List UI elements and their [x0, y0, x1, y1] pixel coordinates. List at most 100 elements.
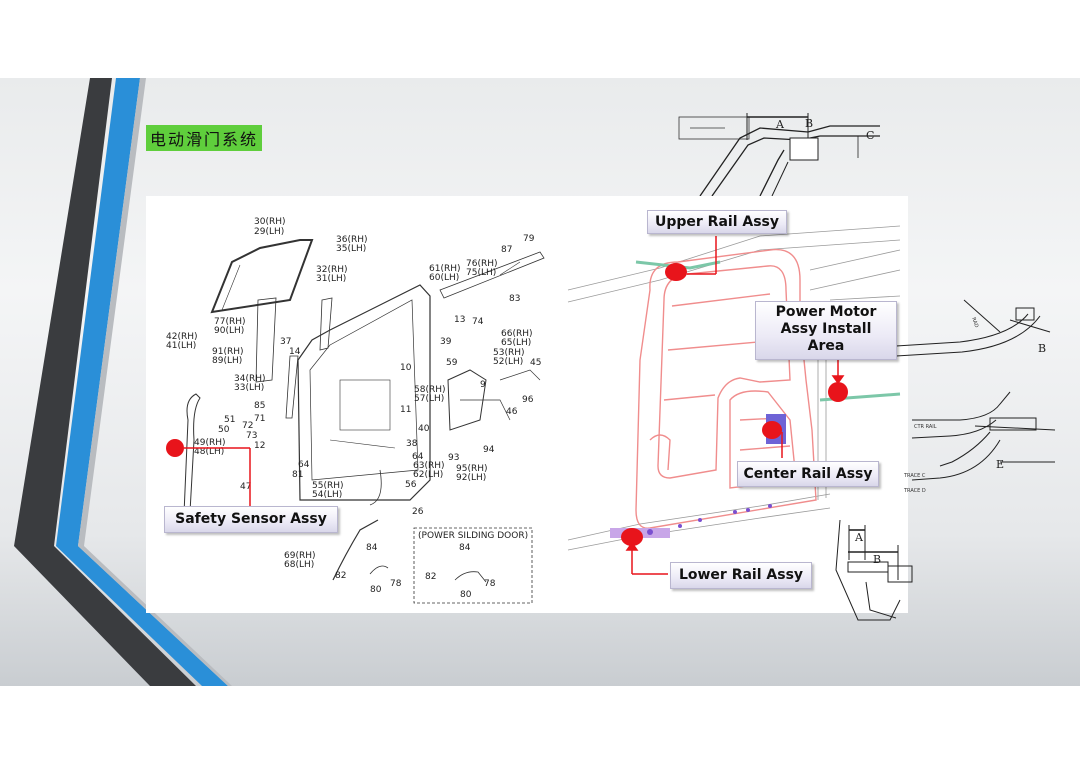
part-label: 66(RH)	[501, 329, 533, 339]
safety-sensor-marker	[166, 439, 184, 457]
blue-stripe	[56, 78, 228, 686]
part-label: 55(RH)	[312, 481, 344, 491]
part-label: 62(LH)	[413, 470, 443, 480]
part-label: 78	[484, 579, 496, 589]
cad-label-trace-d: TRACE D	[903, 488, 926, 494]
part-label: 92(LH)	[456, 473, 486, 483]
part-label: 85	[254, 401, 265, 411]
part-label: 36(RH)	[336, 235, 368, 245]
part-label: 64	[298, 460, 310, 470]
cad-label-a: A	[854, 531, 864, 544]
part-label: 80	[460, 590, 472, 600]
center-rail-label: Center Rail Assy	[743, 466, 873, 482]
part-label: 51	[224, 415, 235, 425]
part-label: 14	[289, 347, 301, 357]
cad-label-b: B	[873, 553, 881, 566]
part-label: 91(RH)	[212, 347, 244, 357]
part-label: 33(LH)	[234, 383, 264, 393]
part-label: 89(LH)	[212, 356, 242, 366]
part-label: 58(RH)	[414, 385, 446, 395]
upper-rail-callout: Upper Rail Assy	[647, 210, 787, 234]
power-motor-callout: Power Motor Assy Install Area	[755, 301, 897, 360]
part-label: 84	[366, 543, 378, 553]
cad-label-b: B	[1038, 342, 1046, 355]
part-label: 63(RH)	[413, 461, 445, 471]
part-label: 71	[254, 414, 265, 424]
part-label: 80	[370, 585, 382, 595]
center-rail-marker	[762, 421, 782, 439]
part-label: 82	[335, 571, 346, 581]
part-label: 56	[405, 480, 417, 490]
part-label: 38	[406, 439, 418, 449]
upper-rail-label: Upper Rail Assy	[654, 214, 779, 230]
part-label: 82	[425, 572, 436, 582]
part-label: 45	[530, 358, 541, 368]
cad-label-ctr-rail: CTR RAIL	[914, 424, 937, 430]
cad-label-e: E	[996, 458, 1004, 471]
part-label: 68(LH)	[284, 560, 314, 570]
part-label: 79	[523, 234, 535, 244]
part-label: 76(RH)	[466, 259, 498, 269]
part-label: 65(LH)	[501, 338, 531, 348]
part-label: 32(RH)	[316, 265, 348, 275]
part-label: 94	[483, 445, 495, 455]
part-label: 46	[506, 407, 518, 417]
part-label: 90(LH)	[214, 326, 244, 336]
part-label: 9	[480, 380, 486, 390]
diagram-panel	[146, 196, 908, 613]
part-label: 50	[218, 425, 230, 435]
part-label: 42(RH)	[166, 332, 198, 342]
part-label: 41(LH)	[166, 341, 196, 351]
part-label: 11	[400, 405, 411, 415]
part-label: 37	[280, 337, 291, 347]
part-label: 49(RH)	[194, 438, 226, 448]
part-label: 30(RH)	[254, 217, 286, 227]
safety-sensor-label: Safety Sensor Assy	[175, 511, 327, 527]
part-label: 57(LH)	[414, 394, 444, 404]
part-label: 64	[412, 452, 424, 462]
part-label: 77(RH)	[214, 317, 246, 327]
power-motor-label-line1: Power Motor	[775, 304, 877, 320]
part-label: 35(LH)	[336, 244, 366, 254]
part-label: 29(LH)	[254, 227, 284, 237]
part-label: 84	[459, 543, 471, 553]
part-label: 48(LH)	[194, 447, 224, 457]
cad-label-b: B	[805, 117, 813, 130]
power-motor-label-line3: Area	[807, 338, 845, 354]
upper-rail-marker	[665, 263, 687, 281]
dark-stripe	[14, 78, 196, 686]
part-label: 87	[501, 245, 512, 255]
part-label: 75(LH)	[466, 268, 496, 278]
part-label: 83	[509, 294, 520, 304]
part-label: 52(LH)	[493, 357, 523, 367]
part-label: 12	[254, 441, 265, 451]
part-label: 10	[400, 363, 412, 373]
part-label: 31(LH)	[316, 274, 346, 284]
part-label: 93	[448, 453, 459, 463]
part-label: 40	[418, 424, 430, 434]
part-label: 26	[412, 507, 424, 517]
part-label: 34(RH)	[234, 374, 266, 384]
power-motor-marker	[828, 382, 848, 402]
slide-title: 电动滑门系统	[146, 125, 263, 151]
cad-label-a: A	[775, 118, 785, 131]
part-label: 39	[440, 337, 452, 347]
part-label: 96	[522, 395, 534, 405]
lower-rail-label: Lower Rail Assy	[678, 567, 804, 583]
cad-label-rad: RAD	[970, 317, 979, 329]
part-label: 78	[390, 579, 402, 589]
part-label: 13	[454, 315, 465, 325]
part-label: 60(LH)	[429, 273, 459, 283]
part-label: 61(RH)	[429, 264, 461, 274]
part-label: 53(RH)	[493, 348, 525, 358]
cad-label-trace-c: TRACE C	[903, 473, 926, 479]
center-rail-callout: Center Rail Assy	[737, 461, 879, 487]
part-label: 74	[472, 317, 484, 327]
part-label: 54(LH)	[312, 490, 342, 500]
safety-sensor-callout: Safety Sensor Assy	[164, 506, 338, 533]
lower-rail-callout: Lower Rail Assy	[670, 562, 812, 589]
